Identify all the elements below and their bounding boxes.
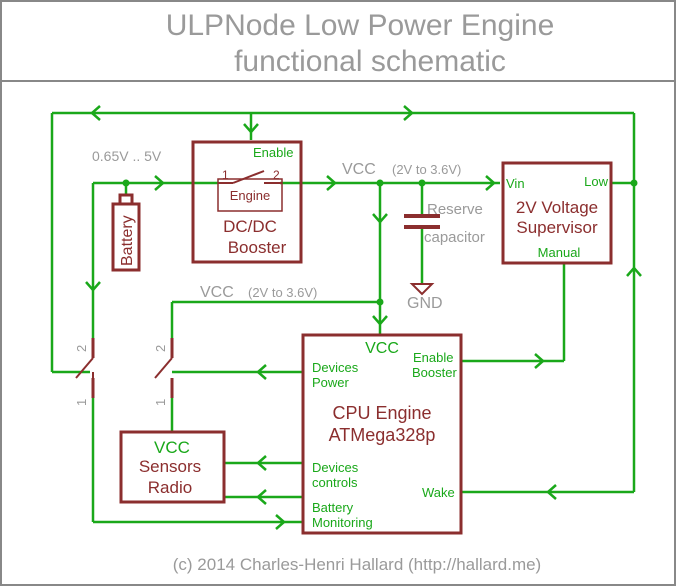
supervisor-vin: Vin xyxy=(506,176,525,191)
title-line-2: functional schematic xyxy=(234,45,506,78)
dcdc-booster: Enable 1 2 Engine DC/DC Booster xyxy=(191,140,303,264)
title-line-1: ULPNode Low Power Engine xyxy=(166,9,555,42)
sensors-vcc: VCC xyxy=(154,438,190,457)
radio-label: Radio xyxy=(148,478,192,497)
sensors-radio: VCC Sensors Radio xyxy=(119,430,226,504)
cpu-devices-controls-2: controls xyxy=(312,475,358,490)
battery-voltage: 0.65V .. 5V xyxy=(92,148,162,164)
vcc-mid-range: (2V to 3.6V) xyxy=(248,285,317,300)
gnd-label: GND xyxy=(407,295,443,312)
booster-name-2: Booster xyxy=(228,238,287,257)
cpu-enable-booster-2: Booster xyxy=(412,365,457,380)
vcc-top-label: VCC xyxy=(342,161,376,178)
vcc-top-range: (2V to 3.6V) xyxy=(392,162,461,177)
voltage-supervisor: Vin Low 2V Voltage Supervisor Manual xyxy=(501,161,613,265)
wire-arrows xyxy=(85,105,642,530)
cpu-battery-monitoring-1: Battery xyxy=(312,500,354,515)
booster-pin1: 1 xyxy=(222,168,229,182)
switch-right-pin2: 2 xyxy=(153,345,168,352)
reserve-capacitor: Reserve capacitor xyxy=(404,201,485,246)
switch-left-pin2: 2 xyxy=(74,345,89,352)
vcc-mid-label: VCC xyxy=(200,284,234,301)
switch-left: 2 1 xyxy=(74,338,95,406)
booster-engine-label: Engine xyxy=(230,188,270,203)
cpu-vcc: VCC xyxy=(365,340,399,357)
gnd-symbol: GND xyxy=(407,283,443,312)
battery: Battery xyxy=(111,193,141,272)
cpu-devices-power-2: Power xyxy=(312,375,350,390)
cpu-battery-monitoring-2: Monitoring xyxy=(312,515,373,530)
cpu-engine: VCC Devices Power Enable Booster CPU Eng… xyxy=(301,333,463,535)
supervisor-name-1: 2V Voltage xyxy=(516,198,598,217)
switch-right: 2 1 xyxy=(153,338,174,406)
footer-copyright: (c) 2014 Charles-Henri Hallard (http://h… xyxy=(173,555,541,574)
booster-enable: Enable xyxy=(253,145,293,160)
junction-dots xyxy=(122,179,638,306)
sensors-label: Sensors xyxy=(139,457,201,476)
booster-pin2: 2 xyxy=(273,168,280,182)
cpu-devices-controls-1: Devices xyxy=(312,460,359,475)
cpu-devices-power-1: Devices xyxy=(312,360,359,375)
switch-left-pin1: 1 xyxy=(74,399,89,406)
capacitor-label-2: capacitor xyxy=(424,229,485,246)
cpu-name-2: ATMega328p xyxy=(329,425,436,445)
supervisor-name-2: Supervisor xyxy=(516,218,598,237)
booster-name-1: DC/DC xyxy=(223,217,277,236)
supervisor-manual: Manual xyxy=(538,245,581,260)
capacitor-label-1: Reserve xyxy=(427,201,483,218)
cpu-wake: Wake xyxy=(422,485,455,500)
cpu-enable-booster-1: Enable xyxy=(413,350,453,365)
switch-right-pin1: 1 xyxy=(153,399,168,406)
battery-label: Battery xyxy=(119,215,136,266)
cpu-name-1: CPU Engine xyxy=(332,403,431,423)
supervisor-low: Low xyxy=(584,174,608,189)
